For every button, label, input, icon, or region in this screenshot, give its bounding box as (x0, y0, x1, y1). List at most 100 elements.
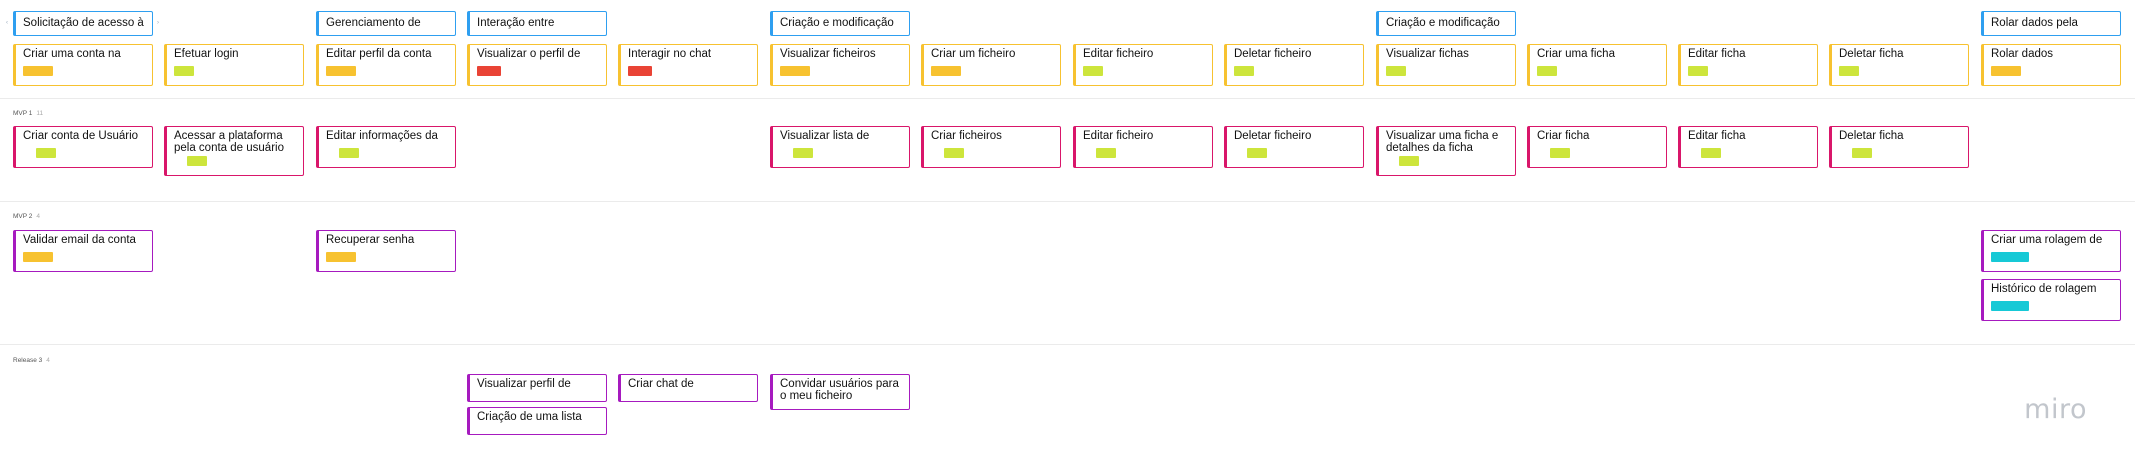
story-card[interactable]: Criar conta de Usuário (13, 126, 153, 168)
story-label: Editar informações da (326, 130, 438, 142)
story-label: Visualizar lista de (780, 130, 870, 142)
story-card[interactable]: Criar ficheiros (921, 126, 1061, 168)
story-label: Convidar usuários para o meu ficheiro (780, 378, 899, 402)
label-tag (1550, 148, 1570, 158)
story-card[interactable]: Validar email da conta (13, 230, 153, 272)
story-card[interactable]: Visualizar perfil de (467, 374, 607, 402)
feature-label: Efetuar login (174, 48, 239, 60)
activity-header-interaction[interactable]: Interação entre (467, 11, 607, 36)
header-label: Criação e modificação (1386, 17, 1500, 29)
label-tag (1991, 252, 2029, 262)
story-card[interactable]: Deletar ficha (1829, 126, 1969, 168)
label-tag (1234, 66, 1254, 76)
feature-label: Criar uma conta na (23, 48, 121, 60)
story-card[interactable]: Criação de uma lista (467, 407, 607, 435)
label-tag (1701, 148, 1721, 158)
story-card[interactable]: Criar chat de (618, 374, 758, 402)
story-label: Criar uma rolagem de (1991, 234, 2103, 246)
feature-card[interactable]: Editar perfil da conta (316, 44, 456, 86)
feature-card[interactable]: Efetuar login (164, 44, 304, 86)
story-label: Validar email da conta (23, 234, 136, 246)
story-card[interactable]: Editar ficheiro (1073, 126, 1213, 168)
label-tag (36, 148, 56, 158)
feature-label: Criar um ficheiro (931, 48, 1016, 60)
feature-label: Deletar ficheiro (1234, 48, 1312, 60)
lane-title: Release 3 (13, 357, 43, 364)
label-tag (339, 148, 359, 158)
label-tag (931, 66, 961, 76)
activity-header-ficheiros[interactable]: Criação e modificação (770, 11, 910, 36)
feature-card[interactable]: Criar uma conta na (13, 44, 153, 86)
story-label: Recuperar senha (326, 234, 415, 246)
lane-title: MVP 2 (13, 213, 33, 220)
feature-card[interactable]: Editar ficheiro (1073, 44, 1213, 86)
label-tag (1399, 156, 1419, 166)
feature-card[interactable]: Criar um ficheiro (921, 44, 1061, 86)
story-label: Editar ficheiro (1083, 130, 1154, 142)
feature-card[interactable]: Deletar ficheiro (1224, 44, 1364, 86)
feature-label: Criar uma ficha (1537, 48, 1615, 60)
feature-card[interactable]: Visualizar ficheiros (770, 44, 910, 86)
story-label: Acessar a plataforma pela conta de usuár… (174, 130, 284, 154)
story-card[interactable]: Criar uma rolagem de (1981, 230, 2121, 272)
story-label: Criar conta de Usuário (23, 130, 139, 142)
lane-count: 4 (36, 213, 41, 220)
label-tag (23, 66, 53, 76)
label-tag (23, 252, 53, 262)
label-tag (326, 252, 356, 262)
story-card[interactable]: Deletar ficheiro (1224, 126, 1364, 168)
handle-dot-left[interactable]: ‹ (6, 20, 8, 26)
label-tag (1852, 148, 1872, 158)
label-tag (1083, 66, 1103, 76)
activity-header-access[interactable]: Solicitação de acesso à (13, 11, 153, 36)
story-label: Histórico de rolagem (1991, 283, 2097, 295)
feature-card[interactable]: Rolar dados (1981, 44, 2121, 86)
story-card[interactable]: Visualizar lista de (770, 126, 910, 168)
feature-label: Visualizar ficheiros (780, 48, 876, 60)
feature-label: Editar perfil da conta (326, 48, 432, 60)
label-tag (944, 148, 964, 158)
feature-card[interactable]: Visualizar fichas (1376, 44, 1516, 86)
label-tag (1839, 66, 1859, 76)
story-card[interactable]: Criar ficha (1527, 126, 1667, 168)
story-label: Visualizar uma ficha e detalhes da ficha (1386, 130, 1499, 154)
story-label: Visualizar perfil de (477, 378, 571, 390)
story-card[interactable]: Convidar usuários para o meu ficheiro (770, 374, 910, 410)
story-label: Criação de uma lista (477, 411, 582, 423)
feature-card[interactable]: Visualizar o perfil de (467, 44, 607, 86)
lane-count: 11 (36, 110, 44, 117)
story-card[interactable]: Recuperar senha (316, 230, 456, 272)
story-card[interactable]: Editar ficha (1678, 126, 1818, 168)
handle-dot-right[interactable]: › (157, 20, 159, 26)
label-tag (780, 66, 810, 76)
lane-count: 4 (46, 357, 50, 364)
story-label: Deletar ficheiro (1234, 130, 1312, 142)
feature-card[interactable]: Deletar ficha (1829, 44, 1969, 86)
feature-card[interactable]: Editar ficha (1678, 44, 1818, 86)
feature-label: Deletar ficha (1839, 48, 1904, 60)
story-card[interactable]: Visualizar uma ficha e detalhes da ficha (1376, 126, 1516, 176)
story-card[interactable]: Histórico de rolagem (1981, 279, 2121, 321)
story-label: Criar ficheiros (931, 130, 1002, 142)
label-tag (1247, 148, 1267, 158)
header-label: Solicitação de acesso à (23, 17, 144, 29)
activity-header-dice[interactable]: Rolar dados pela (1981, 11, 2121, 36)
label-tag (326, 66, 356, 76)
story-card[interactable]: Editar informações da (316, 126, 456, 168)
header-label: Criação e modificação (780, 17, 894, 29)
label-tag (628, 66, 652, 76)
feature-card[interactable]: Interagir no chat (618, 44, 758, 86)
label-tag (187, 156, 207, 166)
activity-header-fichas[interactable]: Criação e modificação (1376, 11, 1516, 36)
feature-label: Visualizar fichas (1386, 48, 1469, 60)
label-tag (793, 148, 813, 158)
label-tag (1096, 148, 1116, 158)
feature-card[interactable]: Criar uma ficha (1527, 44, 1667, 86)
story-card[interactable]: Acessar a plataforma pela conta de usuár… (164, 126, 304, 176)
activity-header-profile[interactable]: Gerenciamento de (316, 11, 456, 36)
lane-divider (0, 201, 2135, 202)
story-label: Criar ficha (1537, 130, 1590, 142)
